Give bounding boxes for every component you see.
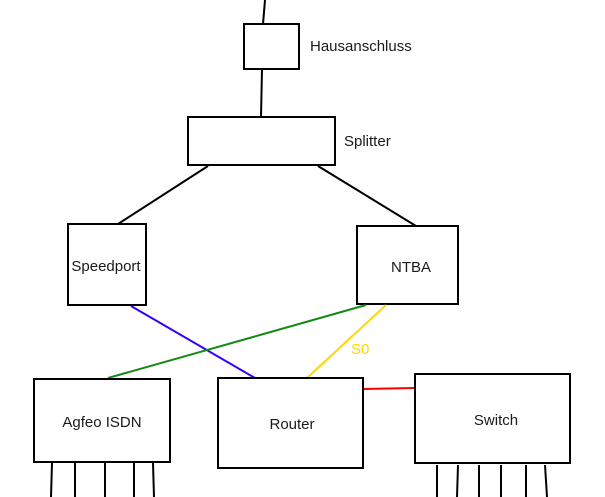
splitter-ntba-line: [317, 165, 417, 227]
ntba-router-s0-line: [306, 304, 387, 379]
router-box[interactable]: [217, 377, 364, 469]
switch-port-line: [544, 464, 548, 497]
speedport-box[interactable]: [67, 223, 147, 306]
switch-box[interactable]: [414, 373, 571, 464]
switch-port-line: [456, 464, 459, 497]
switch-label: Switch: [474, 412, 518, 429]
hausanschluss-label: Hausanschluss: [310, 38, 412, 55]
hausanschluss-box[interactable]: [243, 23, 300, 70]
ntba-box[interactable]: [356, 225, 459, 305]
splitter-label: Splitter: [344, 133, 391, 150]
agfeo-ports: [50, 462, 155, 497]
ntba-label: NTBA: [391, 259, 431, 276]
router-switch-line: [363, 387, 416, 390]
hausanschluss-splitter-line: [260, 68, 263, 118]
agfeo-isdn-box[interactable]: [33, 378, 171, 463]
speedport-label: Speedport: [71, 258, 141, 275]
splitter-speedport-line: [117, 165, 209, 225]
agfeo-port-line: [152, 462, 155, 497]
splitter-box[interactable]: [187, 116, 336, 166]
ntba-agfeo-line: [107, 304, 367, 379]
router-label: Router: [269, 416, 314, 433]
speedport-router-line: [130, 305, 256, 379]
agfeo-port-line: [50, 462, 53, 497]
agfeo-isdn-label: Agfeo ISDN: [62, 414, 141, 431]
incoming-line: [262, 0, 266, 25]
switch-ports: [436, 464, 548, 497]
s0-label: S0: [351, 341, 369, 358]
